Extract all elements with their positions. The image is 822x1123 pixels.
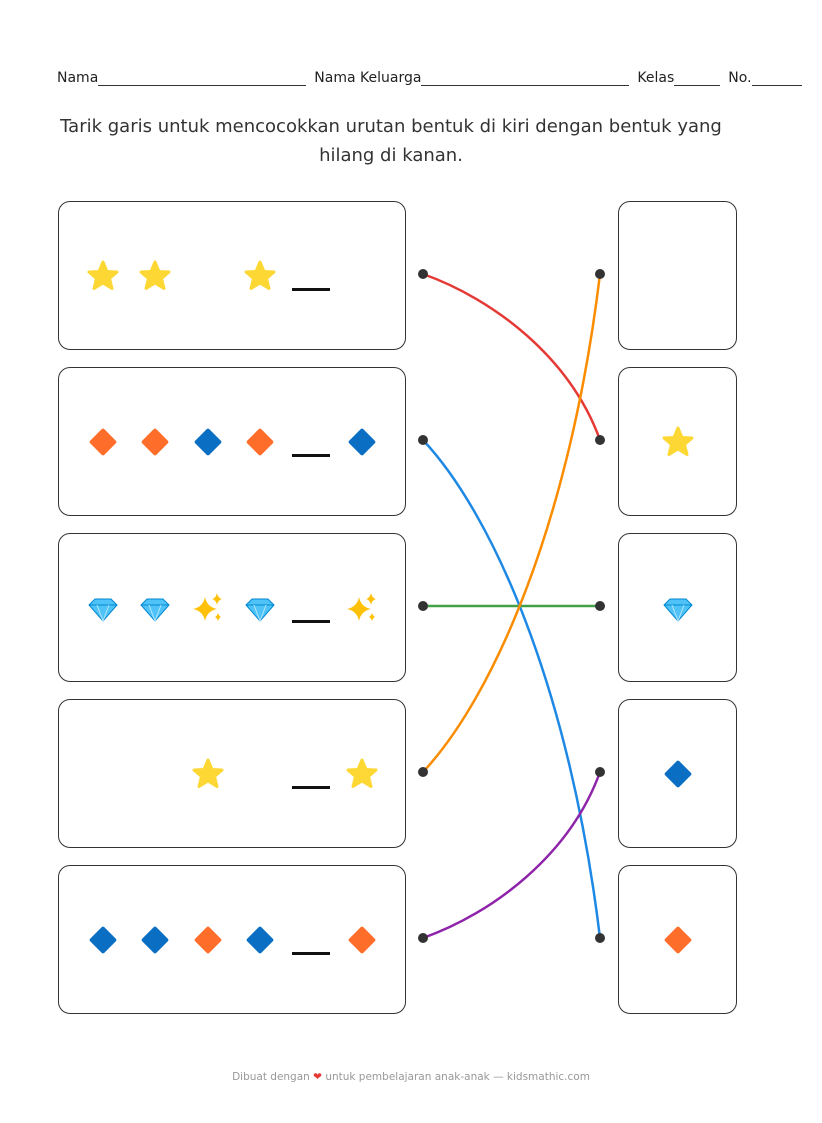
left-connector-dot[interactable]: [418, 767, 428, 777]
star-icon: [86, 259, 120, 293]
star-icon: [345, 757, 379, 791]
diamond-orange-icon: [191, 923, 225, 957]
sparkles-icon: [191, 591, 225, 625]
diamond-blue-icon: [243, 923, 277, 957]
number-field[interactable]: [751, 71, 802, 86]
sparkles-icon: [345, 591, 379, 625]
left-connector-dot[interactable]: [418, 269, 428, 279]
family-name-field[interactable]: [421, 71, 630, 86]
missing-blank: [292, 786, 330, 789]
diamond-orange-icon: [661, 923, 695, 957]
class-field[interactable]: [674, 71, 721, 86]
class-label: Kelas: [637, 70, 675, 86]
match-line[interactable]: [422, 272, 602, 441]
diamond-orange-icon: [86, 425, 120, 459]
name-label: Nama: [57, 70, 99, 86]
star-icon: [138, 259, 172, 293]
sequence-box-3: [58, 533, 406, 682]
number-label: No.: [728, 70, 752, 86]
footer-text-after: untuk pembelajaran anak-anak — kidsmathi…: [325, 1071, 590, 1083]
star-icon: [243, 259, 277, 293]
gem-icon: [86, 591, 120, 625]
sequence-box-5: [58, 865, 406, 1014]
diamond-blue-icon: [661, 757, 695, 791]
sequence-box-1: [58, 201, 406, 350]
missing-blank: [292, 952, 330, 955]
diamond-blue-icon: [86, 923, 120, 957]
diamond-orange-icon: [243, 425, 277, 459]
gem-icon: [243, 591, 277, 625]
diamond-orange-icon: [345, 923, 379, 957]
footer: Dibuat dengan ❤ untuk pembelajaran anak-…: [0, 1071, 822, 1083]
sequence-box-4: [58, 699, 406, 848]
match-line[interactable]: [422, 771, 602, 940]
right-connector-dot[interactable]: [595, 767, 605, 777]
right-connector-dot[interactable]: [595, 601, 605, 611]
diamond-blue-icon: [138, 923, 172, 957]
star-icon: [191, 757, 225, 791]
gem-icon: [138, 591, 172, 625]
answer-box-2[interactable]: [618, 367, 737, 516]
right-connector-dot[interactable]: [595, 269, 605, 279]
match-line[interactable]: [422, 439, 602, 939]
diamond-blue-icon: [191, 425, 225, 459]
missing-blank: [292, 620, 330, 623]
answer-box-4[interactable]: [618, 699, 737, 848]
gem-icon: [661, 591, 695, 625]
sequence-box-2: [58, 367, 406, 516]
missing-blank: [292, 288, 330, 291]
star-icon: [661, 425, 695, 459]
left-connector-dot[interactable]: [418, 435, 428, 445]
right-connector-dot[interactable]: [595, 435, 605, 445]
family-name-label: Nama Keluarga: [314, 70, 422, 86]
footer-text-before: Dibuat dengan: [232, 1071, 310, 1083]
right-connector-dot[interactable]: [595, 933, 605, 943]
name-field[interactable]: [98, 71, 307, 86]
match-line[interactable]: [422, 273, 602, 773]
instruction-text: Tarik garis untuk mencocokkan urutan ben…: [60, 116, 722, 166]
diamond-blue-icon: [345, 425, 379, 459]
answer-box-5[interactable]: [618, 865, 737, 1014]
answer-box-3[interactable]: [618, 533, 737, 682]
left-connector-dot[interactable]: [418, 933, 428, 943]
diamond-orange-icon: [138, 425, 172, 459]
answer-box-1[interactable]: [618, 201, 737, 350]
missing-blank: [292, 454, 330, 457]
student-info-header: Nama Nama Keluarga Kelas No.: [57, 70, 810, 86]
left-connector-dot[interactable]: [418, 601, 428, 611]
heart-icon: ❤: [313, 1071, 322, 1083]
